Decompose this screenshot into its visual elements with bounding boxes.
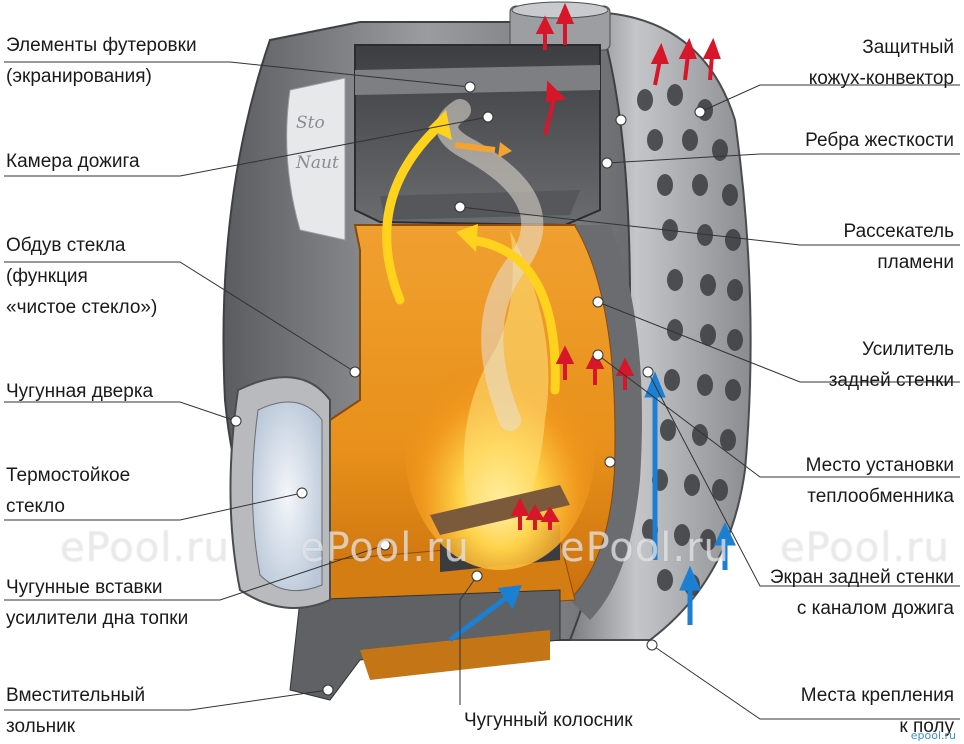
label-ribs: Ребра жесткости xyxy=(805,130,954,151)
cold-air-arrows xyxy=(448,371,736,642)
label-glass-blow: Обдув стекла(функция«чистое стекло») xyxy=(6,235,158,318)
rear-wall-screen xyxy=(570,225,642,620)
svg-text:Naut: Naut xyxy=(295,153,339,173)
label-lining: Элементы футеровки(экранирования) xyxy=(6,35,197,87)
brand-plate xyxy=(286,77,346,241)
flame-flow-arrows xyxy=(382,120,560,395)
watermark: ePool.ru xyxy=(60,525,230,571)
label-afterburn-chamber: Камера дожига xyxy=(6,151,140,172)
wood-logs xyxy=(430,485,570,535)
brand-text: Sto xyxy=(296,113,325,133)
hot-air-arrows xyxy=(510,2,721,530)
lining-plate xyxy=(355,65,600,95)
label-cast-iron-door: Чугунная дверка xyxy=(6,381,154,402)
watermark: ePool.ru xyxy=(780,525,950,571)
afterburn-gas-arrow xyxy=(454,142,496,153)
corner-logo: epool.ru xyxy=(910,729,956,742)
watermark: ePool.ru xyxy=(560,525,730,571)
label-grate: Чугунный колосник xyxy=(464,710,633,731)
leader-dots xyxy=(230,81,706,696)
watermark: ePool.ru xyxy=(300,525,470,571)
casing-perforations xyxy=(637,84,743,596)
leader-lines xyxy=(4,61,960,720)
